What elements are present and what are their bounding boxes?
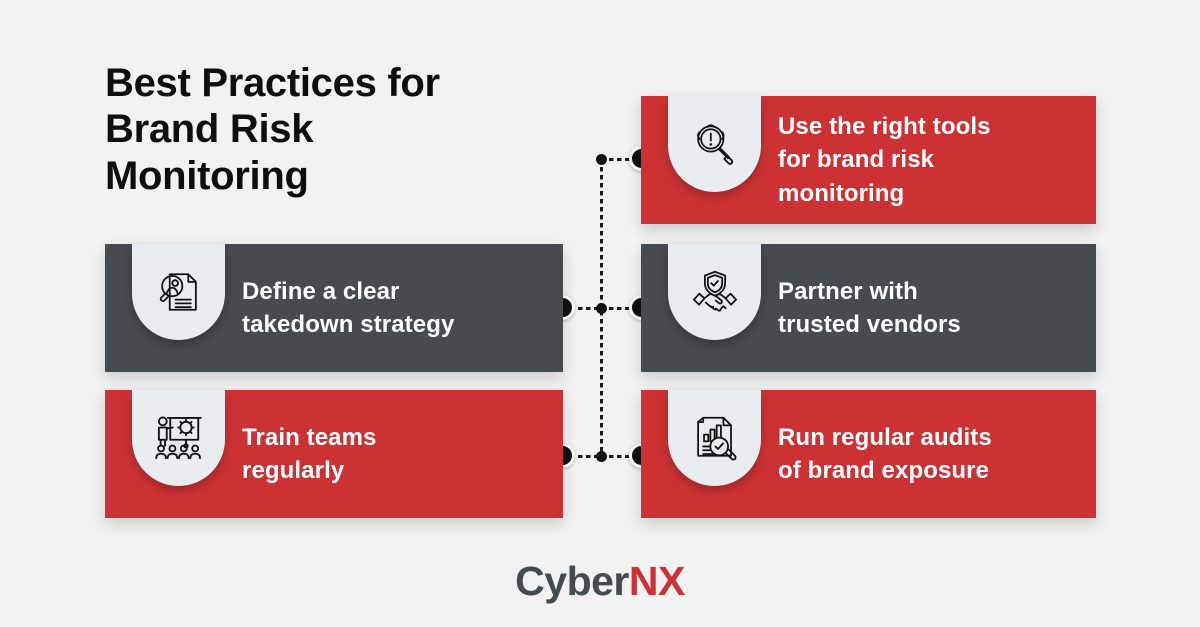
- magnifier-alert-icon: [688, 117, 742, 171]
- badge-use-the-right-tools: [668, 96, 761, 192]
- handshake-shield-icon: [688, 265, 742, 319]
- card-partner-with-trusted-vendors[interactable]: Partner with trusted vendors: [641, 244, 1096, 372]
- card-run-regular-audits-of-brand-exposure[interactable]: Run regular audits of brand exposure: [641, 390, 1096, 518]
- card-label-use-the-right-tools: Use the right tools for brand risk monit…: [778, 113, 991, 207]
- connector-node-middle: [596, 303, 607, 314]
- brand-logo: CyberNX: [0, 558, 1200, 605]
- badge-train-teams-regularly: [132, 390, 225, 486]
- connector-node-bottom: [596, 451, 607, 462]
- card-train-teams-regularly[interactable]: Train teams regularly: [105, 390, 563, 518]
- card-define-a-clear-takedown-strategy[interactable]: Define a clear takedown strategy: [105, 244, 563, 372]
- connector-branch-middle-right: [601, 307, 643, 310]
- connector-node-top: [596, 154, 607, 165]
- card-label-train-teams-regularly: Train teams regularly: [242, 423, 377, 484]
- card-label-run-regular-audits-of-brand-exposure: Run regular audits of brand exposure: [778, 423, 992, 484]
- brand-logo-primary: Cyber: [515, 558, 629, 604]
- page-title: Best Practices for Brand Risk Monitoring: [105, 61, 440, 198]
- connector-vertical-spine: [600, 159, 603, 457]
- badge-define-a-clear-takedown-strategy: [132, 244, 225, 340]
- brand-logo-accent: NX: [628, 558, 685, 604]
- card-label-partner-with-trusted-vendors: Partner with trusted vendors: [778, 277, 961, 338]
- card-use-the-right-tools[interactable]: Use the right tools for brand risk monit…: [641, 96, 1096, 224]
- document-person-magnifier-icon: [152, 265, 206, 319]
- badge-partner-with-trusted-vendors: [668, 244, 761, 340]
- card-label-define-a-clear-takedown-strategy: Define a clear takedown strategy: [242, 277, 455, 338]
- connector-branch-bottom-right: [601, 455, 643, 458]
- connector-branch-middle-left: [562, 307, 602, 310]
- badge-run-regular-audits-of-brand-exposure: [668, 390, 761, 486]
- connector-branch-bottom-left: [562, 455, 602, 458]
- connector-branch-top-right: [601, 158, 643, 161]
- report-chart-magnifier-icon: [688, 411, 742, 465]
- training-presentation-icon: [151, 410, 207, 466]
